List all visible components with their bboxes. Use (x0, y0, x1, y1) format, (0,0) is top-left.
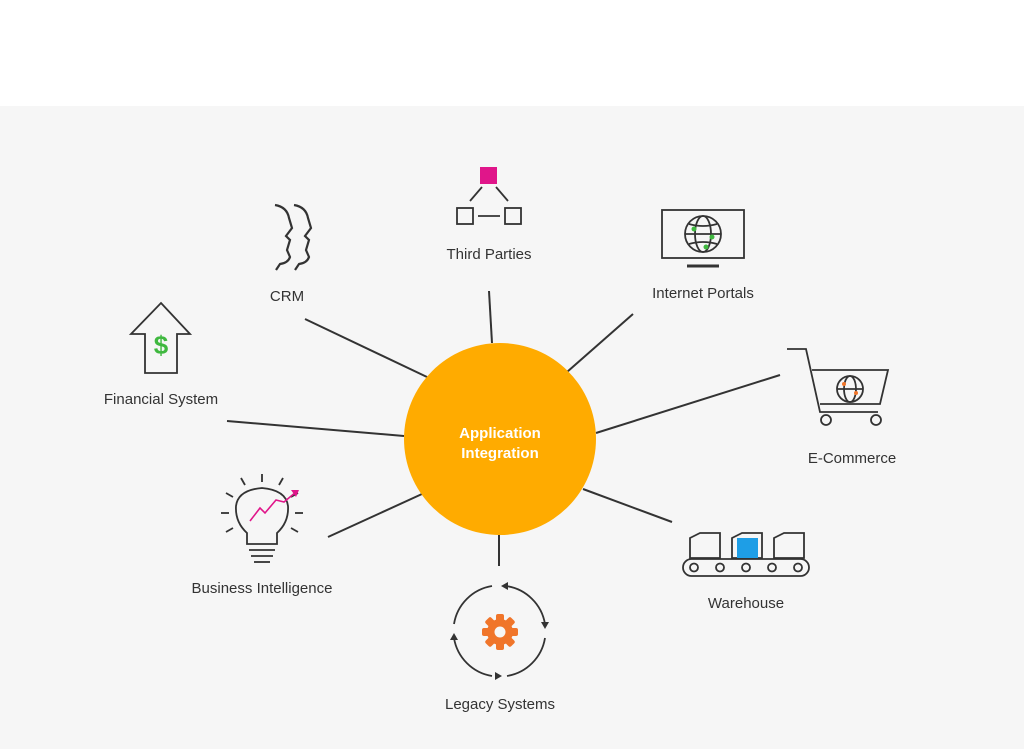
node-label-third-parties: Third Parties (446, 246, 532, 263)
node-label-internet-portals: Internet Portals (652, 285, 754, 302)
hub-label-line2: Integration (461, 445, 539, 462)
hub-circle (404, 343, 596, 535)
top-band (0, 0, 1024, 106)
hub-label: Application Integration (430, 424, 570, 464)
shopping-cart-icon (787, 348, 890, 426)
connector-crm (304, 318, 428, 378)
conveyor-belt-icon (682, 532, 810, 577)
globe-monitor-icon (661, 209, 745, 268)
connector-third-parties (488, 290, 493, 344)
connector-business-intelligence (327, 493, 423, 538)
connector-e-commerce (595, 374, 781, 434)
node-label-crm: CRM (269, 288, 305, 305)
hierarchy-icon (456, 167, 522, 225)
connector-internet-portals (566, 313, 634, 373)
faces-icon (274, 203, 313, 271)
node-label-e-commerce: E-Commerce (807, 450, 897, 467)
node-label-warehouse: Warehouse (707, 595, 785, 612)
connector-warehouse (582, 488, 673, 523)
node-label-business-intelligence: Business Intelligence (191, 580, 333, 597)
lightbulb-icon (221, 474, 303, 563)
hub-label-line1: Application (459, 425, 541, 442)
connector-financial-system (226, 420, 405, 437)
connectors (226, 290, 781, 566)
node-label-legacy-systems: Legacy Systems (444, 696, 556, 713)
node-label-financial-system: Financial System (103, 391, 219, 408)
gear-cycle-icon (450, 582, 549, 680)
dollar-arrow-icon: $ (128, 301, 193, 374)
svg-text:$: $ (154, 330, 169, 360)
